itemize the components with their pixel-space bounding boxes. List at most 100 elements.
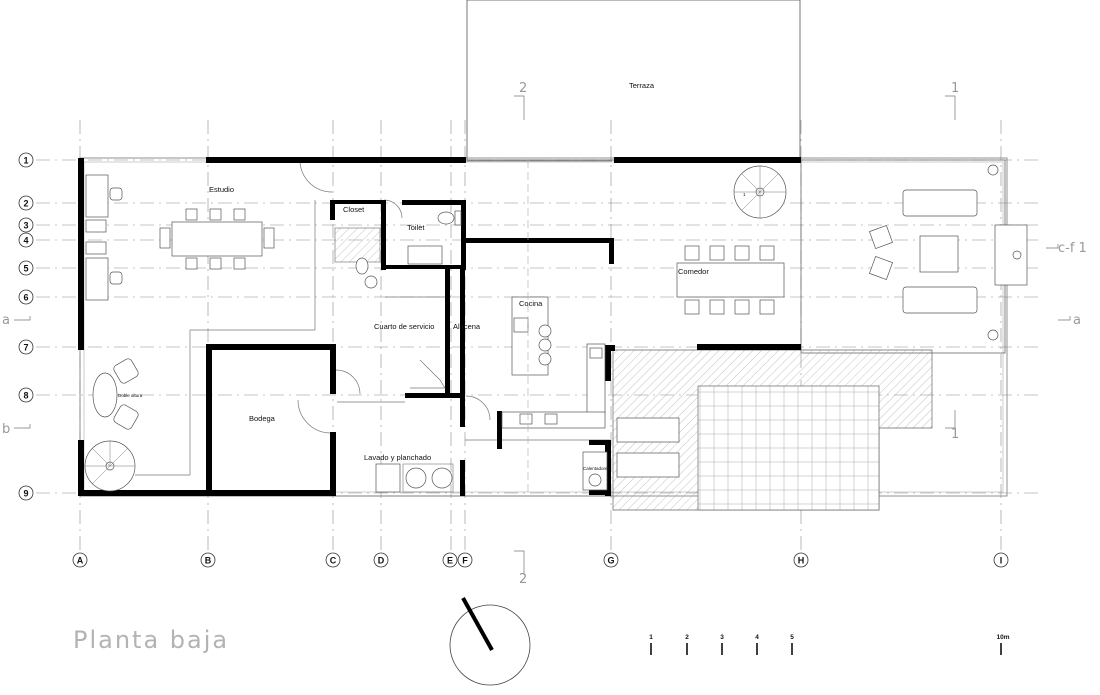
axis-label-b: B xyxy=(205,556,212,566)
toilet-icon xyxy=(355,257,369,275)
sink-icon xyxy=(544,413,558,425)
room-label-lavado: Lavado y planchado xyxy=(364,453,431,462)
scale-tick-1: 1 xyxy=(649,634,653,641)
toilet-icon xyxy=(437,211,455,225)
drawing-title: Planta baja xyxy=(73,626,229,654)
dining-table-icon xyxy=(676,262,785,298)
chair-icon xyxy=(233,257,246,270)
chair-icon xyxy=(759,245,775,261)
cut-cf1-label: c-f 1 xyxy=(1058,241,1087,256)
chair-icon xyxy=(709,299,725,315)
sink-icon xyxy=(519,413,533,425)
patio-area xyxy=(612,349,933,511)
chair-icon xyxy=(709,245,725,261)
coffee-table-icon xyxy=(919,235,959,273)
axis-label-9: 9 xyxy=(23,489,28,499)
chair-icon xyxy=(209,257,222,270)
sink-icon xyxy=(589,347,603,359)
scale-bar: 1 2 3 4 5 10m xyxy=(649,634,1010,655)
armchair-icon xyxy=(113,358,139,384)
cut-a-right-label: a xyxy=(1073,313,1081,328)
furniture xyxy=(84,165,1028,493)
chair-icon xyxy=(734,299,750,315)
sun-lounger-icon xyxy=(616,452,680,478)
coffee-table-icon xyxy=(92,372,118,418)
fireplace-icon xyxy=(994,224,1028,286)
axis-label-h: H xyxy=(798,556,805,566)
armchair-icon xyxy=(869,256,893,280)
chair-icon xyxy=(185,208,198,221)
column-icon xyxy=(987,329,999,341)
section-markers xyxy=(14,95,1071,575)
axis-label-2: 2 xyxy=(23,199,28,209)
axis-label-a: A xyxy=(77,556,84,566)
room-label-terraza: Terraza xyxy=(629,81,655,90)
chair-icon xyxy=(759,299,775,315)
section-2-bottom-label: 2 xyxy=(519,572,527,587)
axis-label-8: 8 xyxy=(23,391,28,401)
sofa-icon xyxy=(902,189,978,217)
axis-label-d: D xyxy=(378,556,385,566)
washing-machine-icon xyxy=(405,467,427,489)
chair-icon xyxy=(109,271,123,285)
armchair-icon xyxy=(869,225,893,249)
room-label-closet: Closet xyxy=(343,205,365,214)
desk-icon xyxy=(85,174,109,218)
desk-icon xyxy=(85,257,109,301)
axis-label-4: 4 xyxy=(23,236,28,246)
scale-tick-4: 4 xyxy=(755,634,759,641)
stair-number: 1 xyxy=(743,192,746,197)
chair-icon xyxy=(233,208,246,221)
section-labels: 2 2 1 1 a a b c-f 1 xyxy=(2,81,1087,587)
axis-label-c: C xyxy=(330,556,337,566)
row-axis-bubbles: 1 2 3 4 5 6 7 8 9 xyxy=(18,152,34,501)
axis-label-7: 7 xyxy=(23,343,28,353)
axis-label-6: 6 xyxy=(23,293,28,303)
axis-label-3: 3 xyxy=(23,221,28,231)
sink-counter-icon xyxy=(407,245,443,265)
chair-icon xyxy=(209,208,222,221)
column-icon xyxy=(987,164,999,176)
walls xyxy=(78,157,801,496)
scale-tick-5: 5 xyxy=(790,634,794,641)
cabinet-icon xyxy=(85,241,107,255)
cut-a-left-label: a xyxy=(2,313,10,328)
stool-icon xyxy=(538,352,552,366)
chair-icon xyxy=(684,299,700,315)
axis-label-i: I xyxy=(1000,556,1003,566)
room-label-comedor: Comedor xyxy=(678,267,709,276)
room-label-bodega: Bodega xyxy=(249,414,276,423)
sink-icon xyxy=(375,463,401,493)
room-label-cuarto-servicio: Cuarto de servicio xyxy=(374,322,434,331)
room-labels: Terraza Estudio Closet Toilet Comedor Co… xyxy=(118,81,746,471)
chair-icon xyxy=(185,257,198,270)
cabinet-icon xyxy=(85,219,107,233)
chair-icon xyxy=(263,227,275,249)
chair-icon xyxy=(734,245,750,261)
axis-label-g: G xyxy=(607,556,614,566)
stool-icon xyxy=(538,324,552,338)
scale-end-label: 10m xyxy=(996,634,1009,641)
room-label-doble-altura: Doble altura xyxy=(118,393,143,398)
chair-icon xyxy=(684,245,700,261)
dryer-icon xyxy=(431,467,453,489)
section-1-top-label: 1 xyxy=(951,81,959,96)
room-label-calentadores: Calentadores xyxy=(583,466,611,471)
axis-label-5: 5 xyxy=(23,264,28,274)
room-label-cocina: Cocina xyxy=(519,299,543,308)
shower-icon xyxy=(334,227,381,263)
axis-label-1: 1 xyxy=(23,156,28,166)
room-label-alacena: Alacena xyxy=(453,322,481,331)
sofa-icon xyxy=(902,286,978,314)
section-1-bottom-label: 1 xyxy=(951,427,959,442)
axis-label-f: F xyxy=(462,556,468,566)
room-label-toilet: Toilet xyxy=(407,223,425,232)
cut-b-left-label: b xyxy=(2,422,10,437)
north-arrow-icon xyxy=(449,597,531,686)
section-2-top-label: 2 xyxy=(519,81,527,96)
terraza-area xyxy=(466,0,801,161)
study-table-icon xyxy=(171,221,263,257)
stool-icon xyxy=(538,338,552,352)
axis-label-e: E xyxy=(447,556,453,566)
